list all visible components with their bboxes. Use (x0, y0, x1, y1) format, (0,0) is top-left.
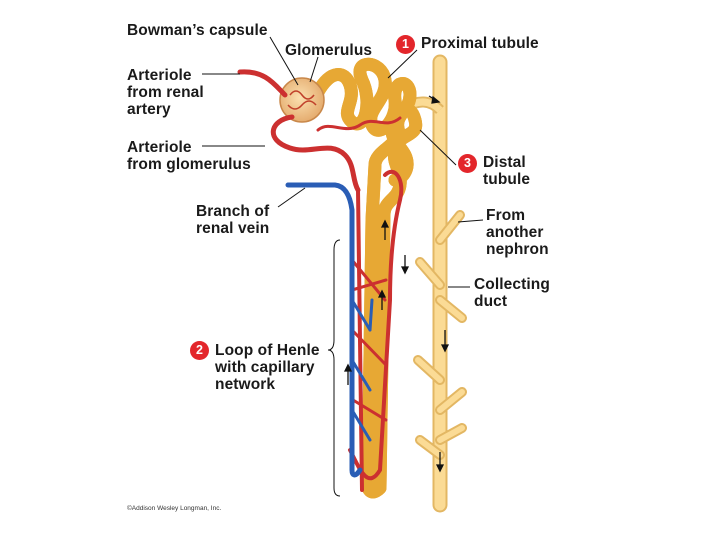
renal-vein-branch (285, 182, 374, 478)
badge-distal: 3 (458, 154, 477, 173)
copyright-credit: ©Addison Wesley Longman, Inc. (127, 505, 222, 512)
label-proximal-tubule: Proximal tubule (421, 35, 539, 52)
renal-tubule (311, 64, 416, 492)
collecting-duct (402, 54, 467, 513)
glomerulus-capsule (279, 77, 325, 123)
badge-loop: 2 (190, 341, 209, 360)
label-collecting-duct: Collecting duct (474, 276, 550, 310)
label-branch-renal-vein: Branch of renal vein (196, 203, 270, 237)
diagram-panel (117, 12, 561, 518)
leader-lines (202, 36, 484, 497)
badge-proximal: 1 (396, 35, 415, 54)
label-loop-of-henle: Loop of Henle with capillary network (215, 342, 320, 393)
label-glomerulus: Glomerulus (285, 42, 373, 59)
label-arteriole-glomerulus: Arteriole from glomerulus (127, 139, 251, 173)
label-from-another-nephron: From another nephron (486, 207, 549, 258)
label-bowmans-capsule: Bowman’s capsule (127, 22, 268, 39)
flow-arrows (343, 95, 450, 473)
arteriole-network (237, 69, 404, 492)
label-arteriole-renal-artery: Arteriole from renal artery (127, 67, 204, 118)
label-distal-tubule: Distal tubule (483, 154, 531, 188)
